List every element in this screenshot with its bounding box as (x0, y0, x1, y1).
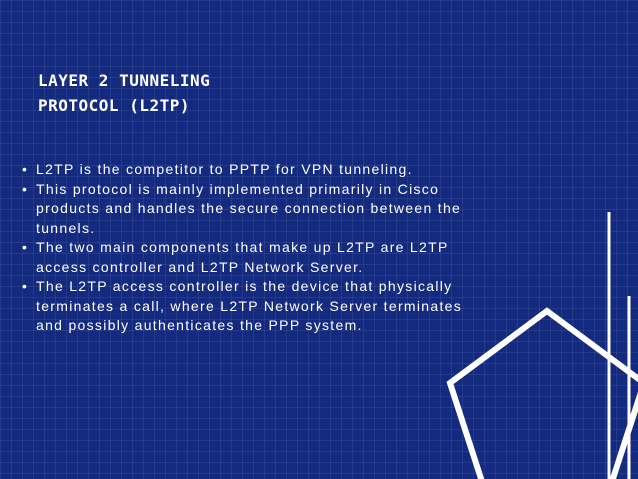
bullet-dot: • (22, 278, 29, 294)
bullet-text: This protocol is mainly implemented prim… (36, 180, 462, 236)
bullet-text: L2TP is the competitor to PPTP for VPN t… (36, 161, 413, 177)
bullet-item: • The two main components that make up L… (20, 238, 490, 277)
bullet-text: The two main components that make up L2T… (36, 239, 449, 275)
bullet-item: • This protocol is mainly implemented pr… (20, 180, 490, 239)
slide-title: LAYER 2 TUNNELING PROTOCOL (L2TP) (38, 71, 211, 115)
bullet-dot: • (22, 161, 29, 177)
bullet-item: • The L2TP access controller is the devi… (20, 277, 490, 336)
bullet-item: • L2TP is the competitor to PPTP for VPN… (20, 160, 490, 180)
bullet-list: • L2TP is the competitor to PPTP for VPN… (20, 160, 490, 336)
bullet-text: The L2TP access controller is the device… (36, 278, 463, 333)
bullet-dot: • (22, 180, 29, 197)
bullet-dot: • (22, 239, 29, 255)
